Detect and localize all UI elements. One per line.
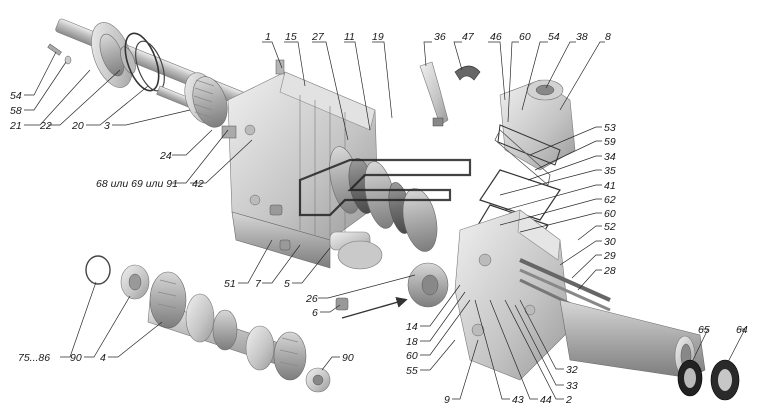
callout-41: 41 [604, 180, 616, 192]
callout-75-86: 75...86 [18, 352, 50, 364]
callout-30: 30 [604, 236, 616, 248]
callout-2: 2 [565, 394, 572, 406]
callout-52: 52 [604, 221, 616, 233]
callout-19: 19 [372, 31, 384, 43]
rear-seals [677, 359, 740, 401]
callout-labels: 1 15 27 11 19 36 47 46 60 54 38 8 54 58 … [9, 31, 748, 406]
callout-55: 55 [406, 365, 418, 377]
parts-layer [47, 18, 740, 401]
callout-60-right: 60 [604, 208, 616, 220]
callout-9: 9 [444, 394, 450, 406]
callout-44: 44 [540, 394, 552, 406]
callout-34: 34 [604, 151, 616, 163]
callout-6: 6 [312, 307, 318, 319]
callout-20: 20 [71, 120, 84, 132]
brand-watermark [298, 158, 472, 217]
callout-53: 53 [604, 122, 616, 134]
callout-24: 24 [159, 150, 172, 162]
callout-4: 4 [100, 352, 106, 364]
callout-54-left: 54 [10, 90, 22, 102]
callout-35: 35 [604, 165, 616, 177]
callout-27: 27 [311, 31, 325, 43]
callout-22: 22 [39, 120, 52, 132]
callout-62: 62 [604, 194, 616, 206]
callout-3: 3 [104, 120, 110, 132]
callout-65: 65 [698, 324, 710, 336]
callout-51: 51 [224, 278, 236, 290]
countershaft-assembly [85, 255, 331, 393]
input-gear [156, 72, 228, 128]
callout-29: 29 [603, 250, 616, 262]
callout-32: 32 [566, 364, 578, 376]
callout-68-69-91: 68 или 69 или 91 [96, 178, 178, 190]
callout-7: 7 [255, 278, 262, 290]
callout-1: 1 [265, 31, 271, 43]
callout-60-top: 60 [519, 31, 531, 43]
callout-90-left: 90 [70, 352, 82, 364]
callout-11: 11 [344, 31, 355, 43]
callout-42: 42 [192, 178, 204, 190]
callout-26: 26 [305, 293, 318, 305]
callout-8: 8 [605, 31, 611, 43]
callout-59: 59 [604, 136, 616, 148]
callout-54-top: 54 [548, 31, 560, 43]
callout-46: 46 [490, 31, 502, 43]
callout-58: 58 [10, 105, 22, 117]
shift-cover [494, 79, 576, 186]
internal-gear-cluster [329, 146, 438, 270]
leader-lines [24, 41, 746, 400]
callout-14: 14 [406, 321, 418, 333]
callout-33: 33 [566, 380, 578, 392]
callout-47: 47 [462, 31, 475, 43]
callout-21: 21 [9, 120, 22, 132]
callout-15: 15 [285, 31, 297, 43]
callout-38: 38 [576, 31, 588, 43]
rear-housing [454, 209, 611, 381]
callout-43: 43 [512, 394, 524, 406]
callout-90-right: 90 [342, 352, 354, 364]
callout-36: 36 [434, 31, 446, 43]
callout-28: 28 [603, 265, 616, 277]
callout-18: 18 [406, 336, 418, 348]
assembly-arrow [341, 296, 408, 319]
callout-60-bottom: 60 [406, 350, 418, 362]
callout-64: 64 [736, 324, 748, 336]
callout-5: 5 [284, 278, 290, 290]
shift-fork [419, 61, 481, 127]
reverse-gear [335, 262, 449, 311]
